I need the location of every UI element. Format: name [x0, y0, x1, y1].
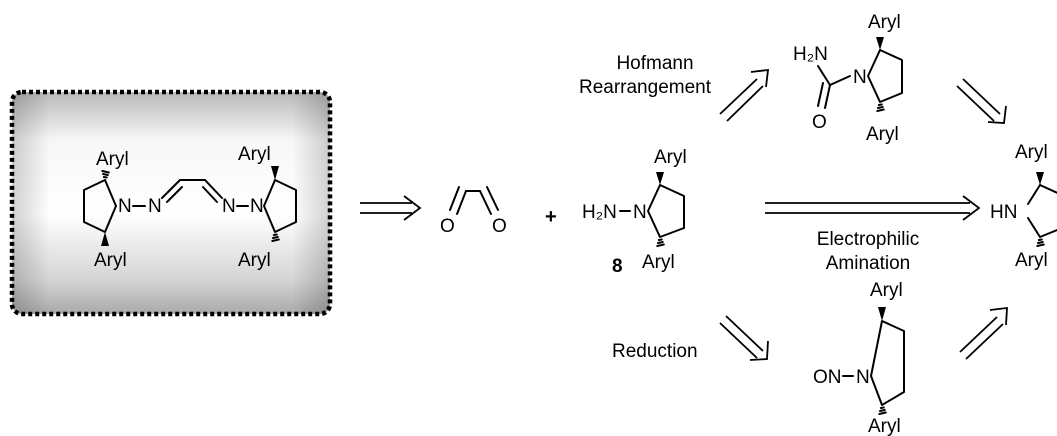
- plus-sign: +: [545, 206, 557, 228]
- nitrogen-atom-label: N: [856, 367, 870, 388]
- route-label-hofmann-line1: Hofmann: [616, 53, 693, 74]
- nitrogen-atom-label: N: [250, 196, 264, 217]
- amino-group-label: H₂N: [582, 202, 617, 223]
- bold-wedge-bond: [101, 232, 109, 246]
- retrosynthetic-arrow: [360, 195, 422, 221]
- aryl-label: Aryl: [868, 12, 901, 33]
- bold-wedge-bond: [878, 307, 886, 321]
- compound-number: 8: [612, 256, 623, 277]
- target-structure: Aryl Aryl N N N N Aryl: [83, 144, 297, 271]
- retrosynthetic-arrow: [959, 306, 1008, 360]
- retrosynthetic-arrow: [956, 78, 1007, 124]
- pyrrolidine-structure: Aryl HN Aryl: [990, 142, 1057, 271]
- aryl-label: Aryl: [96, 149, 129, 170]
- retrosynthetic-arrow: [719, 68, 770, 122]
- aryl-label: Aryl: [1015, 142, 1048, 163]
- route-label-electrophilic-line2: Amination: [826, 253, 911, 274]
- imine-nh-label: HN: [990, 202, 1017, 223]
- aryl-label: Aryl: [870, 280, 903, 301]
- pyrrolidine-urea-structure: H₂N O N Aryl Aryl: [793, 12, 903, 145]
- aryl-label: Aryl: [94, 250, 127, 271]
- aryl-label: Aryl: [1015, 250, 1048, 271]
- bold-wedge-bond: [876, 37, 884, 50]
- aryl-label: Aryl: [866, 124, 899, 145]
- retrosynthetic-arrow: [765, 195, 981, 221]
- nitrogen-atom-label: N: [148, 196, 162, 217]
- aryl-label: Aryl: [642, 252, 675, 273]
- oxygen-atom-label: O: [492, 216, 507, 237]
- nitroso-group-label: ON: [813, 367, 842, 388]
- route-label-reduction: Reduction: [612, 341, 698, 362]
- route-label-hofmann-line2: Rearrangement: [579, 77, 712, 98]
- nitrogen-atom-label: N: [222, 196, 236, 217]
- aryl-label: Aryl: [868, 416, 901, 436]
- target-bishydrazone-box: Aryl Aryl N N N N Aryl: [9, 89, 333, 317]
- aryl-label: Aryl: [654, 147, 687, 168]
- bold-wedge-bond: [1036, 172, 1044, 185]
- n-nitrosopyrrolidine-structure: Aryl ON N Aryl: [813, 280, 905, 436]
- oxygen-atom-label: O: [440, 216, 455, 237]
- retrosynthetic-arrow: [719, 315, 769, 361]
- nitrogen-atom-label: N: [633, 202, 647, 223]
- nitrogen-atom-label: N: [118, 196, 132, 217]
- amino-group-label: H₂N: [793, 44, 828, 65]
- aminopyrrolidine-8-structure: H₂N N Aryl Aryl 8: [582, 147, 687, 277]
- route-label-electrophilic-line1: Electrophilic: [817, 229, 919, 250]
- glyoxal-structure: O O: [440, 186, 507, 237]
- bold-wedge-bond: [656, 172, 664, 185]
- aryl-label: Aryl: [238, 144, 271, 165]
- aryl-label: Aryl: [238, 250, 271, 271]
- nitrogen-atom-label: N: [853, 67, 867, 88]
- bold-wedge-bond: [271, 166, 279, 180]
- oxygen-atom-label: O: [812, 112, 827, 133]
